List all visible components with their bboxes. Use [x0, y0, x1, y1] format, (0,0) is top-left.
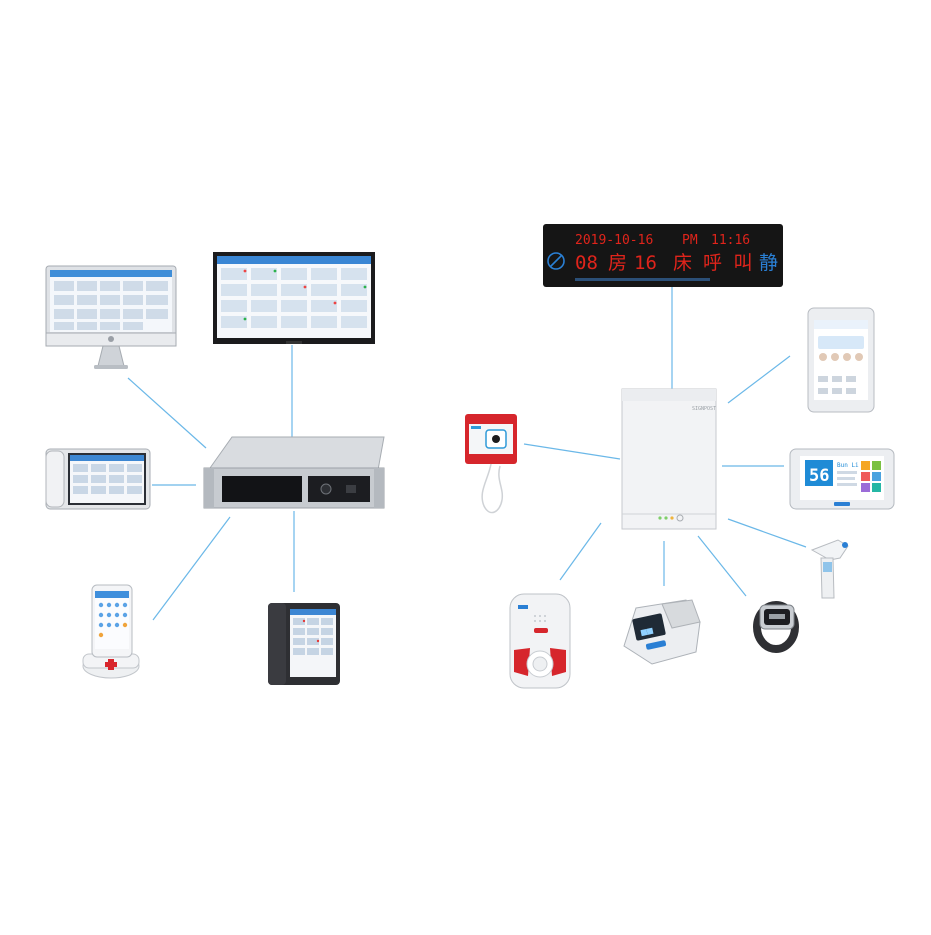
connector-emergency-hub	[559, 522, 602, 581]
handheld-pda	[82, 584, 140, 679]
led-bed-count: 16	[634, 252, 657, 274]
connector-callbutton-hub	[523, 443, 621, 460]
rack-server	[203, 436, 385, 509]
led-bed-number: 08	[575, 252, 598, 274]
pull-cord	[481, 463, 504, 514]
led-period: PM	[682, 233, 698, 248]
patient-name-text: Bun Li	[837, 462, 859, 469]
led-bed-char: 床	[673, 252, 692, 274]
sos-button-icon	[532, 656, 548, 672]
connector-imac-server	[127, 377, 207, 449]
bed-number-text: 56	[809, 466, 829, 486]
imac-monitor	[45, 265, 177, 369]
connector-watch-hub	[697, 535, 747, 597]
connector-tablet-hub	[727, 355, 791, 404]
led-quiet-char: 静	[759, 252, 778, 274]
infrared-thermometer	[810, 539, 849, 599]
emergency-call-box	[509, 593, 571, 689]
no-smoking-icon	[547, 252, 565, 270]
bp-reading-glyph: ■■	[640, 625, 654, 638]
wall-call-button	[465, 414, 517, 514]
led-call-text: 呼 叫	[703, 252, 752, 274]
led-corridor-display: 2019-10-16 PM 11:16 08 房 16 床 呼 叫 静	[543, 224, 783, 287]
hub-brand-mark: SIGNPOST	[692, 406, 716, 412]
bed-number-tile	[805, 460, 833, 486]
red-cross-icon	[105, 659, 117, 670]
blood-pressure-monitor: ■■	[623, 599, 701, 665]
hub-status-leds	[658, 514, 684, 522]
connector-pda-server	[152, 516, 231, 621]
power-button-icon	[320, 483, 332, 495]
bedside-phone-tablet	[268, 603, 340, 685]
smart-watch	[753, 601, 799, 653]
apple-logo-icon	[108, 336, 114, 342]
bed-card-terminal: 56 Bun Li	[789, 448, 895, 510]
connector-thermometer-hub	[727, 518, 807, 548]
led-time: 11:16	[711, 233, 750, 248]
wide-monitor	[213, 252, 375, 344]
led-room-char: 房	[608, 252, 627, 274]
gateway-hub: SIGNPOST	[621, 388, 717, 530]
bedside-tablet	[807, 307, 875, 413]
led-date: 2019-10-16	[575, 233, 653, 248]
connector-lines	[127, 287, 807, 621]
desk-phone-terminal	[45, 448, 151, 510]
